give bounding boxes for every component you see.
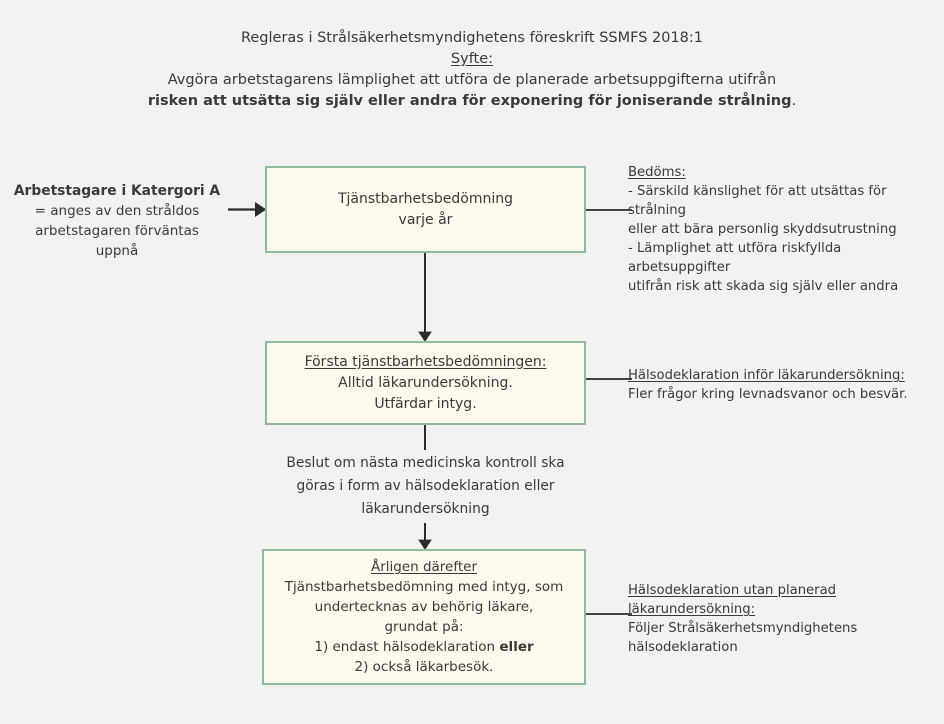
box3-line-5: 1) endast hälsodeklaration eller bbox=[272, 637, 576, 657]
box1-line-1: Tjänstbarhetsbedömning bbox=[337, 190, 514, 207]
source-label-line2: arbetstagaren förväntas uppnå bbox=[35, 223, 199, 259]
annotation-1-line-2: eller att bära personlig skyddsutrustnin… bbox=[628, 222, 897, 237]
annotation-3-line-2: hälsodeklaration bbox=[628, 640, 738, 655]
decision-caption-line3: läkarundersökning bbox=[361, 501, 490, 517]
box2-line-3: Utfärdar intyg. bbox=[374, 395, 477, 412]
box3-option-conjunction: eller bbox=[499, 639, 534, 655]
source-label-line1: = anges av den stråldos bbox=[34, 203, 200, 219]
header-purpose-label: Syfte: bbox=[450, 51, 494, 67]
annotation-1-line-4: utifrån risk att skada sig själv eller a… bbox=[628, 279, 899, 294]
header-purpose-line2: risken att utsätta sig själv eller andra… bbox=[120, 91, 824, 112]
annotation-health-declaration-no-exam: Hälsodeklaration utan planerad läkarunde… bbox=[628, 581, 940, 657]
header-purpose-emphasis: risken att utsätta sig själv eller andra… bbox=[147, 93, 792, 109]
annotation-health-declaration-before-exam: Hälsodeklaration inför läkarundersökning… bbox=[628, 366, 940, 404]
header-regulation: Regleras i Strålsäkerhetsmyndighetens fö… bbox=[240, 30, 704, 46]
annotation-assessment-criteria: Bedöms: - Särskild känslighet för att ut… bbox=[628, 163, 940, 296]
decision-caption-line1: Beslut om nästa medicinska kontroll ska bbox=[286, 455, 565, 471]
annotation-2-heading: Hälsodeklaration inför läkarundersökning… bbox=[628, 368, 905, 383]
box1-line-2: varje år bbox=[398, 211, 453, 228]
source-label-title: Arbetstagare i Katergori A bbox=[13, 183, 221, 199]
header-purpose-period: . bbox=[791, 93, 797, 109]
box3-line-3: undertecknas av behörig läkare, bbox=[314, 599, 534, 615]
box2-line-2: Alltid läkarundersökning. bbox=[338, 374, 513, 391]
source-label: Arbetstagare i Katergori A = anges av de… bbox=[12, 181, 222, 261]
box3-option-1: 1) endast hälsodeklaration bbox=[314, 639, 500, 655]
header-block: Regleras i Strålsäkerhetsmyndighetens fö… bbox=[120, 28, 824, 112]
box3-line-2: Tjänstbarhetsbedömning med intyg, som bbox=[284, 579, 564, 595]
process-box-annual-assessment[interactable]: Tjänstbarhetsbedömning varje år bbox=[265, 166, 586, 253]
annotation-3-heading: Hälsodeklaration utan planerad bbox=[628, 583, 837, 598]
annotation-1-line-1: - Särskild känslighet för att utsättas f… bbox=[628, 184, 887, 218]
annotation-3-heading-cont: läkarundersökning: bbox=[628, 602, 756, 617]
box3-line-6: 2) också läkarbesök. bbox=[354, 659, 494, 675]
annotation-3-line-1: Följer Strålsäkerhetsmyndighetens bbox=[628, 621, 858, 636]
process-box-yearly-after[interactable]: Årligen därefter Tjänstbarhetsbedömning … bbox=[262, 549, 586, 685]
decision-caption-line2: göras i form av hälsodeklaration eller bbox=[296, 478, 555, 494]
annotation-2-line-1: Fler frågor kring levnadsvanor och besvä… bbox=[628, 387, 908, 402]
annotation-1-heading: Bedöms: bbox=[628, 165, 686, 180]
decision-caption: Beslut om nästa medicinska kontroll ska … bbox=[265, 450, 586, 523]
annotation-1-line-3: - Lämplighet att utföra riskfyllda arbet… bbox=[628, 241, 842, 275]
box3-heading: Årligen därefter bbox=[370, 559, 478, 575]
process-box-first-assessment[interactable]: Första tjänstbarhetsbedömningen: Alltid … bbox=[265, 341, 586, 425]
box2-heading: Första tjänstbarhetsbedömningen: bbox=[304, 353, 547, 370]
header-purpose-line1: Avgöra arbetstagarens lämplighet att utf… bbox=[167, 72, 777, 88]
box3-line-4: grundat på: bbox=[384, 619, 464, 635]
